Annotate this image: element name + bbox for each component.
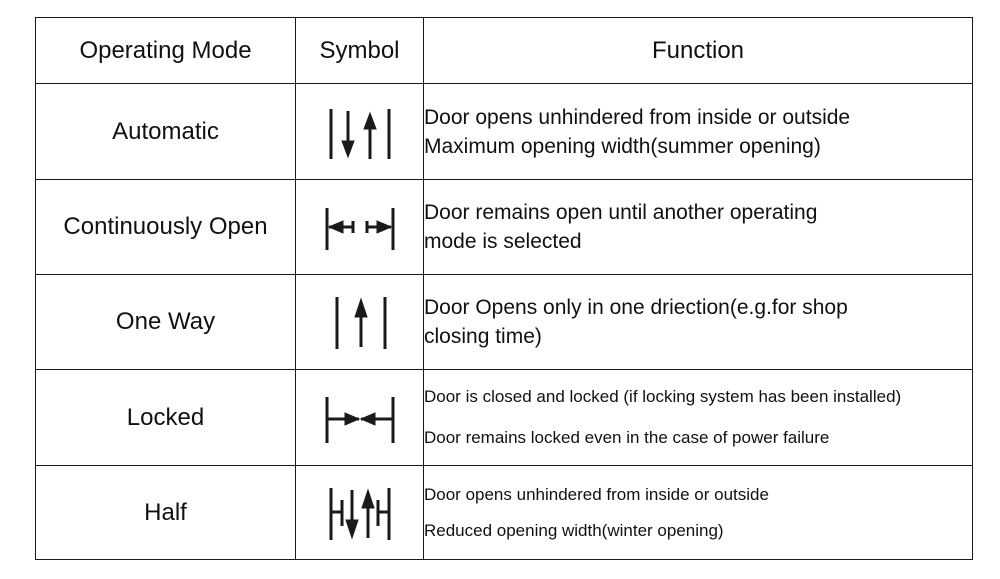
mode-one-way: One Way [35,274,296,370]
function-line: Door is closed and locked (if locking sy… [424,387,902,406]
operating-modes-table: Operating Mode Symbol Function Automatic… [35,17,973,560]
function-line: closing time) [424,325,542,348]
header-symbol: Symbol [295,17,424,84]
function-cell: Door opens unhindered from inside or out… [423,83,973,180]
table-row: One Way Door Opens only in one driection… [35,274,973,370]
mode-half: Half [35,465,296,560]
function-line: Door Opens only in one driection(e.g.for… [424,296,848,319]
function-cell: Door Opens only in one driection(e.g.for… [423,274,973,370]
half-opening-arrows-icon [329,487,390,540]
function-line: Door opens unhindered from inside or out… [424,484,769,504]
function-line: Door opens unhindered from inside or out… [424,105,851,129]
table-row: Continuously Open Door remains open unti… [35,179,973,275]
function-line: Door remains open until another operatin… [424,201,818,224]
mode-locked: Locked [35,369,296,466]
header-function: Function [423,17,973,84]
function-line: Door remains locked even in the case of … [424,428,830,447]
table-row: Locked Door is closed and locked (if loc… [35,369,973,466]
header-row: Operating Mode Symbol Function [35,17,973,84]
symbol-cell [295,369,424,466]
symbol-cell [295,83,424,180]
function-cell: Door remains open until another operatin… [423,179,973,275]
two-way-arrows-icon [329,108,390,159]
table-row: Half Door opens unhindered from insid [35,465,973,560]
function-line: Reduced opening width(winter opening) [424,520,724,540]
header-operating-mode: Operating Mode [35,17,296,84]
mode-continuously-open: Continuously Open [35,179,296,275]
table-row: Automatic Door opens unhindered from ins… [35,83,973,180]
function-cell: Door opens unhindered from inside or out… [423,465,973,560]
function-line: mode is selected [424,230,582,253]
locked-arrows-icon [325,396,394,443]
symbol-cell [295,274,424,370]
symbol-cell [295,465,424,560]
function-cell: Door is closed and locked (if locking sy… [423,369,973,466]
open-arrows-icon [325,208,394,250]
one-way-arrow-icon [335,297,386,349]
function-line: Maximum opening width(summer opening) [424,134,821,158]
mode-automatic: Automatic [35,83,296,180]
symbol-cell [295,179,424,275]
